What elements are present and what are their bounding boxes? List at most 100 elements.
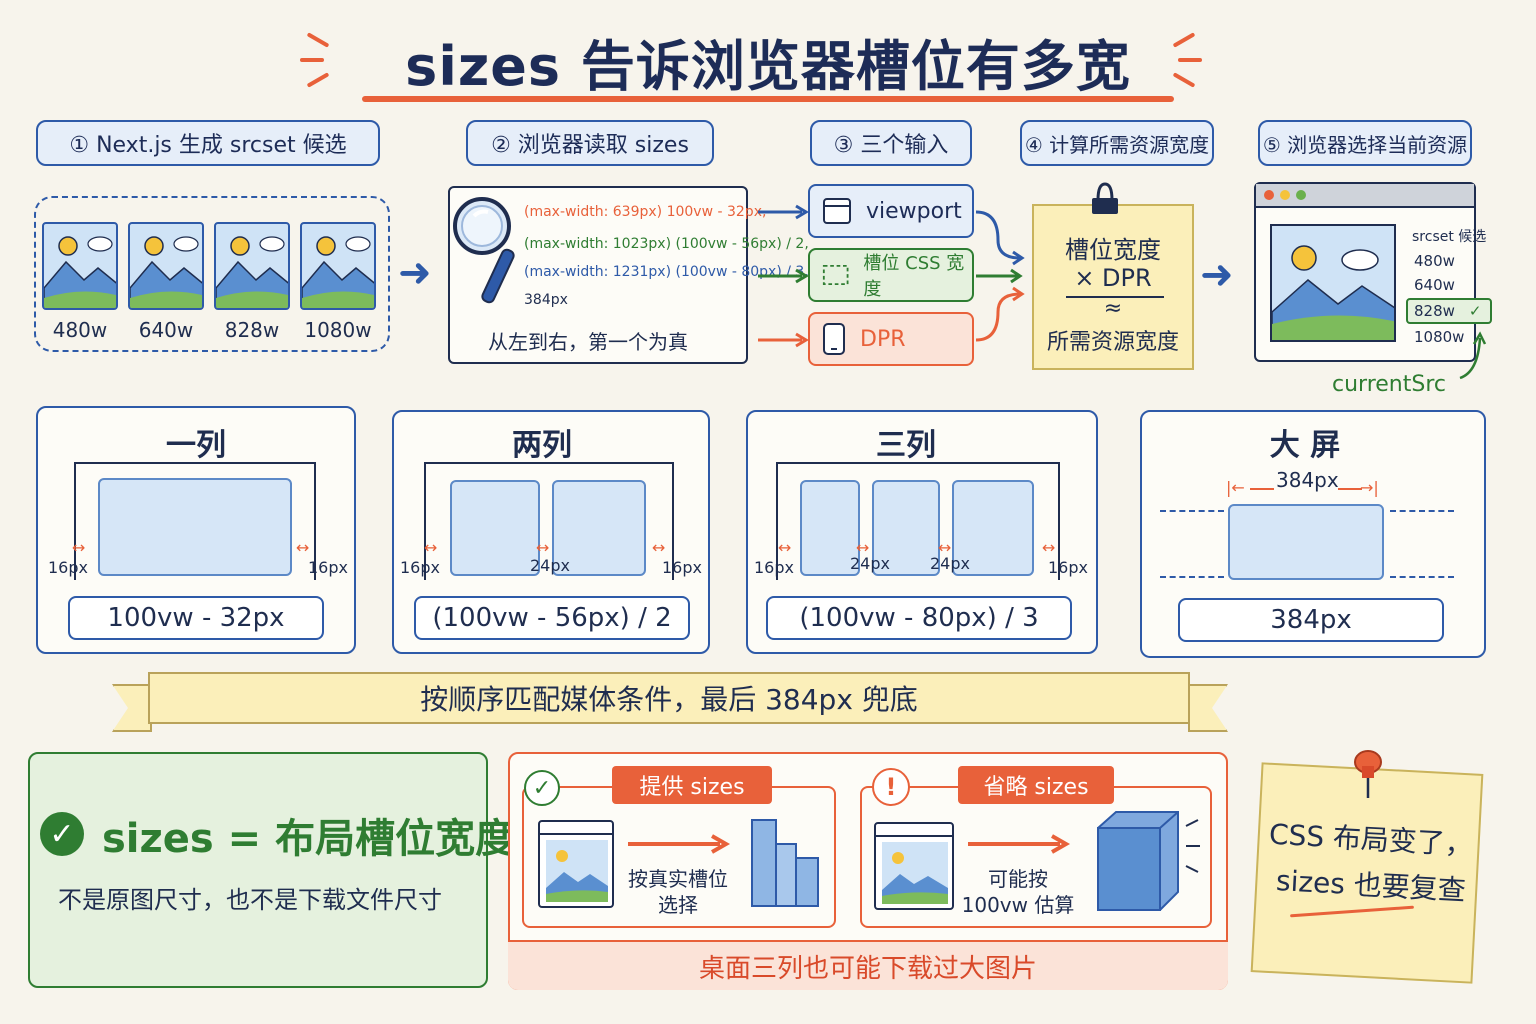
chooser-selected-option: 828w ✓ bbox=[1406, 298, 1492, 324]
image-icon bbox=[1270, 224, 1396, 342]
width-arrow-icon: →| bbox=[1360, 478, 1379, 497]
layout-formula: 100vw - 32px bbox=[68, 596, 324, 640]
step-1-label: ① Next.js 生成 srcset 候选 bbox=[36, 120, 380, 166]
layout-title: 一列 bbox=[166, 428, 226, 463]
sizes-rule-fallback: 384px bbox=[524, 292, 568, 308]
layout-title: 三列 bbox=[876, 428, 936, 463]
width-line bbox=[1250, 488, 1274, 490]
step-2-label: ② 浏览器读取 sizes bbox=[466, 120, 714, 166]
dimension-label: 16px bbox=[400, 558, 440, 577]
viewport-dash bbox=[1390, 576, 1454, 578]
magnifier-icon bbox=[446, 186, 522, 320]
srcset-thumbnails: 480w 640w 828w 1080w bbox=[42, 222, 376, 342]
gap-arrow-icon: ↔ bbox=[1042, 538, 1056, 557]
gap-arrow-icon: ↔ bbox=[938, 538, 952, 557]
width-arrow-icon: |← bbox=[1226, 478, 1245, 497]
column-slot bbox=[450, 480, 540, 576]
srcset-candidates-box bbox=[34, 196, 390, 352]
spark-left-2 bbox=[300, 58, 324, 62]
calc-approx: ≈ bbox=[1103, 296, 1123, 321]
window-dot-icon bbox=[1296, 190, 1306, 200]
chooser-header: srcset 候选 bbox=[1412, 229, 1487, 245]
browser-titlebar bbox=[1256, 184, 1474, 208]
step-5-label: ⑤ 浏览器选择当前资源 bbox=[1258, 120, 1472, 166]
chooser-selected-label: 828w bbox=[1414, 302, 1455, 320]
check-circle-icon: ✓ bbox=[524, 770, 560, 806]
dimension-label: 16px bbox=[662, 558, 702, 577]
window-dot-icon bbox=[1280, 190, 1290, 200]
current-src-label: currentSrc bbox=[1332, 372, 1446, 397]
ribbon-tail-left bbox=[112, 684, 152, 732]
gap-arrow-icon: ↔ bbox=[652, 538, 666, 557]
match-order-banner: 按顺序匹配媒体条件，最后 384px 兜底 bbox=[148, 672, 1190, 724]
small-files-icon bbox=[748, 818, 822, 912]
srcset-width-label: 480w bbox=[52, 318, 108, 342]
viewport-dash bbox=[1160, 576, 1224, 578]
current-src-arrow bbox=[1459, 331, 1487, 380]
column-slot bbox=[1228, 504, 1384, 580]
arrow-right-icon bbox=[628, 834, 731, 854]
page-title: sizes 告诉浏览器槽位有多宽 bbox=[405, 35, 1131, 98]
viewport-frame bbox=[776, 462, 1060, 580]
arrow-right-icon: ➜ bbox=[398, 250, 432, 296]
window-dot-icon bbox=[1264, 190, 1274, 200]
omit-sizes-caption: 可能按 100vw 估算 bbox=[961, 867, 1075, 917]
dpr-input: DPR bbox=[808, 312, 974, 366]
sizes-rule-3: (max-width: 1231px) (100vw - 80px) / 3, bbox=[524, 264, 809, 280]
image-icon bbox=[300, 222, 376, 310]
dimension-label: 16px bbox=[308, 558, 348, 577]
gap-arrow-icon: ↔ bbox=[856, 538, 870, 557]
input-arrows bbox=[758, 204, 1025, 348]
step-3-label: ③ 三个输入 bbox=[810, 120, 972, 166]
column-slot bbox=[800, 480, 860, 576]
image-icon bbox=[214, 222, 290, 310]
viewport-frame bbox=[74, 462, 316, 580]
width-line bbox=[1338, 488, 1362, 490]
provide-sizes-caption: 按真实槽位 选择 bbox=[628, 867, 728, 917]
viewport-dash bbox=[1160, 510, 1224, 512]
title-underline bbox=[362, 96, 1174, 102]
step-4-label: ④ 计算所需资源宽度 bbox=[1020, 120, 1214, 166]
omit-sizes-tag: 省略 sizes bbox=[958, 766, 1114, 804]
calc-result: 所需资源宽度 bbox=[1046, 330, 1179, 355]
gap-arrow-icon: ↔ bbox=[424, 538, 438, 557]
calc-line-2: × DPR bbox=[1074, 264, 1152, 292]
calc-line-1: 槽位宽度 bbox=[1065, 236, 1161, 264]
arrow-right-icon: ➜ bbox=[1200, 252, 1234, 298]
image-icon bbox=[874, 822, 954, 910]
dimension-label: 16px bbox=[1048, 558, 1088, 577]
column-slot bbox=[952, 480, 1034, 576]
chooser-option: 480w bbox=[1414, 252, 1455, 270]
ribbon-tail-right bbox=[1188, 684, 1228, 732]
gap-arrow-icon: ↔ bbox=[778, 538, 792, 557]
compare-warning: 桌面三列也可能下载过大图片 bbox=[508, 940, 1228, 990]
phone-icon bbox=[823, 323, 845, 355]
viewport-input: viewport bbox=[808, 184, 974, 238]
dimension-label: 384px bbox=[1276, 468, 1339, 492]
chooser-option: 640w bbox=[1414, 276, 1455, 294]
viewport-dash bbox=[1390, 510, 1454, 512]
check-circle-icon: ✓ bbox=[40, 812, 84, 856]
warning-icon: ! bbox=[872, 768, 910, 806]
srcset-width-label: 640w bbox=[138, 318, 194, 342]
slot-width-input: 槽位 CSS 宽度 bbox=[808, 248, 974, 302]
check-icon: ✓ bbox=[1468, 302, 1482, 320]
dimension-label: 24px bbox=[930, 554, 970, 573]
dpr-label: DPR bbox=[860, 326, 906, 352]
srcset-width-label: 1080w bbox=[304, 318, 372, 342]
gap-arrow-icon: ↔ bbox=[72, 538, 86, 557]
chooser-option: 1080w bbox=[1414, 328, 1465, 346]
calc-divider bbox=[1066, 296, 1164, 298]
layout-formula: (100vw - 80px) / 3 bbox=[766, 596, 1072, 640]
srcset-width-label: 828w bbox=[224, 318, 280, 342]
dashed-slot-icon bbox=[822, 264, 849, 286]
sizes-rule-1: (max-width: 639px) 100vw - 32px, bbox=[524, 204, 767, 220]
layout-formula: (100vw - 56px) / 2 bbox=[414, 596, 690, 640]
definition-note: 不是原图尺寸，也不是下载文件尺寸 bbox=[58, 886, 442, 914]
dimension-label: 24px bbox=[850, 554, 890, 573]
sizes-rule-2: (max-width: 1023px) (100vw - 56px) / 2, bbox=[524, 236, 809, 252]
definition-heading: sizes = 布局槽位宽度 bbox=[102, 816, 516, 862]
image-icon bbox=[42, 222, 118, 310]
provide-sizes-tag: 提供 sizes bbox=[612, 766, 772, 804]
layout-title: 大 屏 bbox=[1269, 428, 1341, 463]
